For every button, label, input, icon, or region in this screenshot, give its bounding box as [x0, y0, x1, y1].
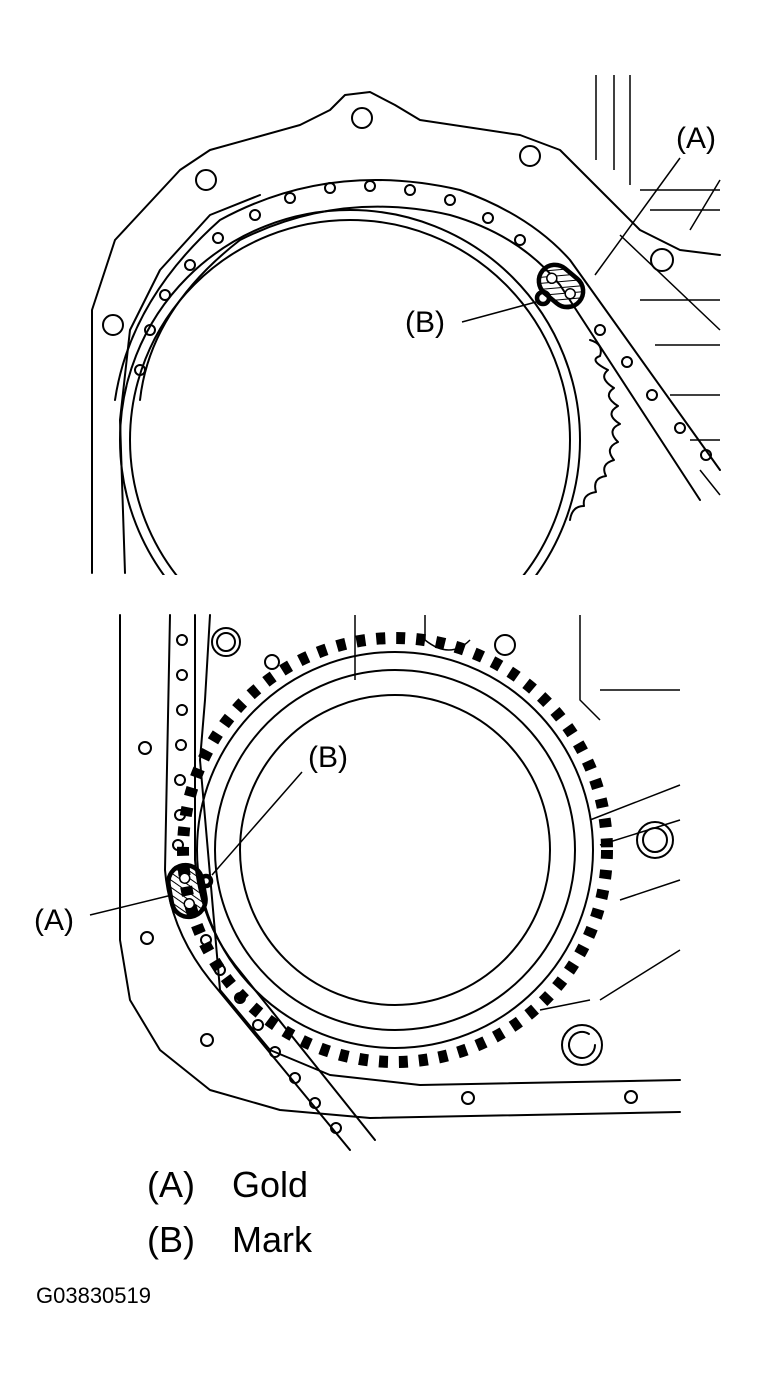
bottom-housing-outline [119, 614, 681, 1119]
top-chain-rollers [134, 180, 712, 461]
top-label-b: (B) [405, 306, 445, 339]
bottom-leader-a [89, 894, 173, 916]
top-leader-b [461, 301, 537, 323]
top-view-sprocket [91, 75, 721, 575]
bottom-chain-outer-edge [164, 614, 351, 1151]
legend-text-b: Mark [232, 1219, 313, 1260]
bottom-boss-hole [642, 827, 668, 853]
legend-key-a: (A) [147, 1164, 195, 1205]
bottom-gold-link [166, 862, 208, 920]
top-sprocket-outer-ring [119, 209, 581, 575]
top-chain-inner-edge [139, 205, 701, 501]
bottom-bolt-hole [624, 1090, 638, 1104]
bottom-sprocket-teeth [177, 632, 613, 1068]
top-bolt-hole [195, 169, 217, 191]
top-housing-outline [91, 91, 721, 574]
bottom-bolt-hole [140, 931, 154, 945]
top-bolt-hole [102, 314, 124, 336]
bottom-label-b: (B) [308, 741, 348, 774]
bottom-leader-b [211, 771, 303, 876]
top-label-a: (A) [676, 122, 716, 155]
legend-key-b: (B) [147, 1219, 195, 1260]
top-chain-outer-edge [114, 179, 721, 471]
bottom-chain-inner-edge [194, 614, 376, 1141]
bottom-housing-inner [199, 614, 681, 1086]
bottom-boss [561, 1024, 603, 1066]
figure-code: G03830519 [36, 1283, 151, 1308]
bottom-bolt-hole [461, 1091, 475, 1105]
bottom-housing-detail-lines [354, 615, 681, 1011]
bottom-bolt-hole [138, 741, 152, 755]
top-sprocket-mark [534, 289, 552, 307]
bottom-boss [211, 627, 241, 657]
bottom-bolt-hole [200, 1033, 214, 1047]
bottom-view-sprocket [119, 614, 681, 1151]
bottom-chain-rollers [172, 634, 342, 1134]
top-leader-a [594, 157, 681, 276]
bottom-sprocket-outer-ring [214, 669, 576, 1031]
bottom-boss-hole [216, 632, 236, 652]
bottom-bolt-hole [494, 634, 516, 656]
top-bolt-hole [519, 145, 541, 167]
legend: (A) Gold (B) Mark [147, 1164, 313, 1260]
top-sprocket-teeth [569, 339, 621, 521]
bottom-sprocket-root-ring [196, 651, 594, 1049]
bottom-bolt-hole [264, 654, 280, 670]
bottom-timing-chain [164, 614, 376, 1151]
top-housing-inner [119, 194, 261, 574]
top-housing-right-lines [595, 75, 721, 496]
bottom-boss [636, 821, 674, 859]
bottom-boss-hole [568, 1031, 596, 1059]
bottom-sprocket-inner-ring [239, 694, 551, 1006]
bottom-label-a: (A) [34, 904, 74, 937]
top-sprocket-inner-ring [129, 219, 571, 575]
top-bolt-hole [351, 107, 373, 129]
bottom-sprocket-mark [198, 873, 214, 889]
legend-text-a: Gold [232, 1164, 308, 1205]
top-bolt-hole [650, 248, 674, 272]
top-timing-chain [114, 179, 721, 501]
